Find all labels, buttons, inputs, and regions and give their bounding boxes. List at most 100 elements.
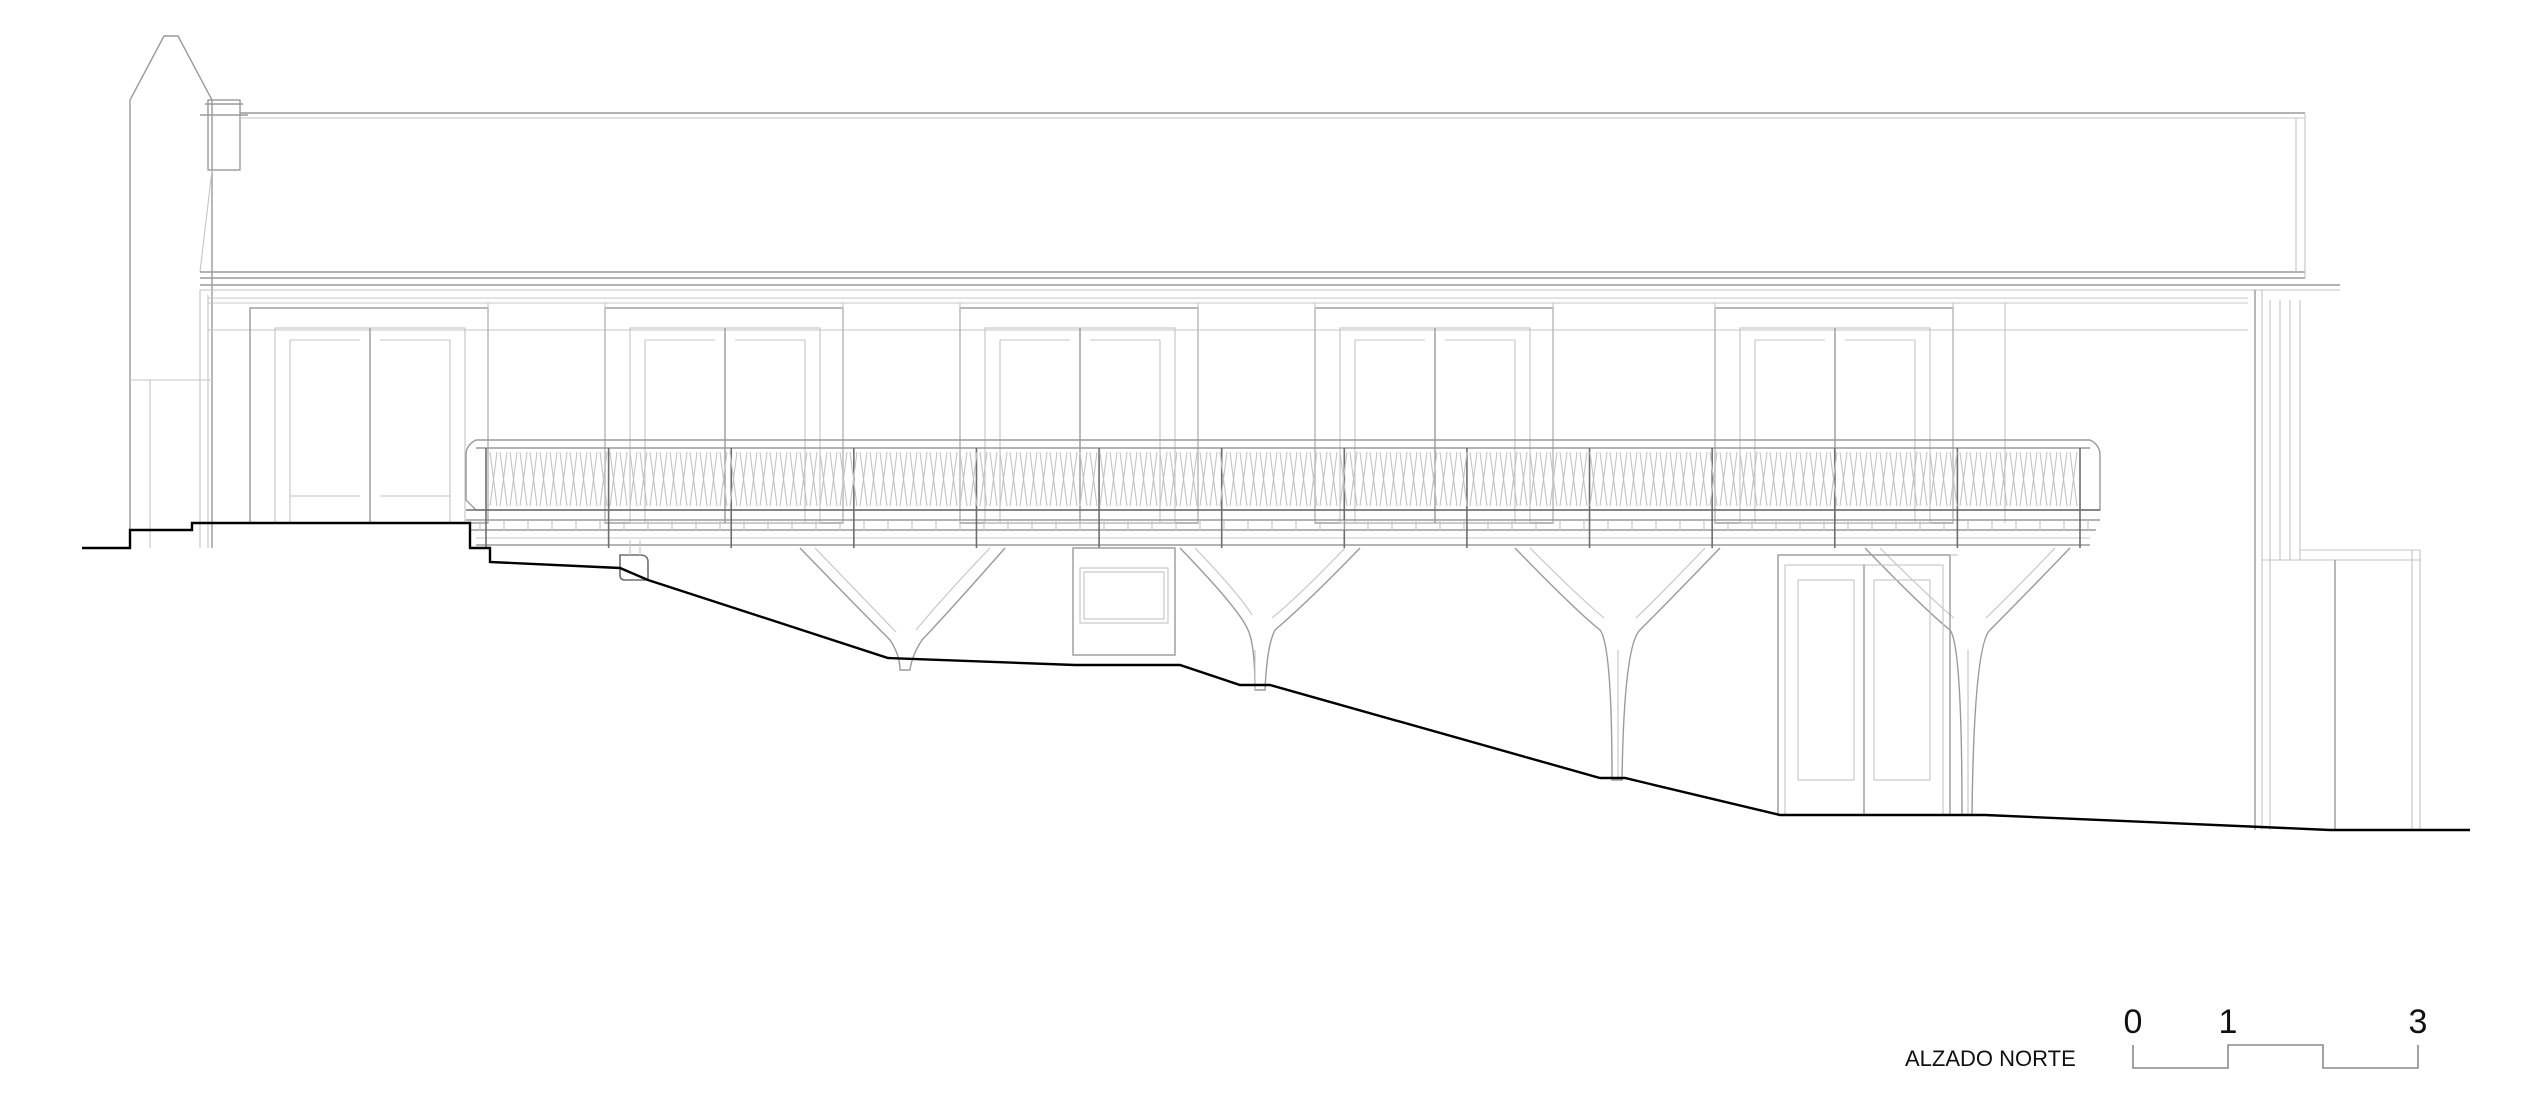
railing-hatch-line <box>1489 451 1498 507</box>
railing-hatch-line <box>559 451 568 507</box>
railing-hatch-line <box>1509 451 1518 507</box>
railing-hatch-line <box>819 451 828 507</box>
railing-hatch-line <box>1869 451 1878 507</box>
railing-hatch-line <box>869 451 878 507</box>
railing-hatch-line <box>719 451 728 507</box>
railing-hatch-line <box>1849 451 1858 507</box>
railing-hatch-line <box>1859 451 1868 507</box>
railing-hatch-line <box>1209 451 1218 507</box>
railing-hatch-line <box>669 451 678 507</box>
railing-hatch-line <box>1949 451 1958 507</box>
railing-hatch-line <box>789 451 798 507</box>
railing-hatch-line <box>1719 451 1728 507</box>
railing-hatch-line <box>1889 451 1898 507</box>
railing-hatch-line <box>809 451 818 507</box>
y-bracket-4 <box>1864 547 2071 816</box>
railing-hatch-line <box>739 451 748 507</box>
railing-hatch-line <box>1389 451 1398 507</box>
scale-label-0: 0 <box>2124 1003 2143 1041</box>
railing-hatch-line <box>799 451 808 507</box>
lower-level <box>619 540 1958 816</box>
door-bay-2 <box>604 307 844 524</box>
railing-hatch-line <box>1989 451 1998 507</box>
railing-hatch-line <box>2029 451 2038 507</box>
railing-hatch-line <box>1159 451 1168 507</box>
railing-hatch-line <box>1269 451 1278 507</box>
ground-line <box>82 521 2470 832</box>
railing-hatch-line <box>769 451 778 507</box>
railing-hatch-line <box>1529 451 1538 507</box>
railing-hatch-line <box>1479 451 1488 507</box>
railing-hatch-line <box>1919 451 1928 507</box>
railing-hatch-line <box>1559 451 1568 507</box>
railing-hatch-line <box>829 451 838 507</box>
railing-hatch-line <box>1579 451 1588 507</box>
railing-hatch-line <box>599 451 608 507</box>
railing-infill <box>489 451 2078 507</box>
railing-hatch-line <box>2059 451 2068 507</box>
railing-hatch-line <box>1449 451 1458 507</box>
pilasters <box>487 303 2006 523</box>
railing-hatch-line <box>509 451 518 507</box>
railing-hatch-line <box>1149 451 1158 507</box>
railing-hatch-line <box>1769 451 1778 507</box>
railing-hatch-line <box>1959 451 1968 507</box>
door-bay-4 <box>1314 307 1554 524</box>
railing-hatch-line <box>939 451 948 507</box>
railing-hatch-line <box>1139 451 1148 507</box>
railing-hatch-line <box>1689 451 1698 507</box>
railing-hatch-line <box>1519 451 1528 507</box>
railing-hatch-line <box>709 451 718 507</box>
railing-hatch-line <box>1789 451 1798 507</box>
railing-hatch-line <box>1589 451 1598 507</box>
railing-hatch-line <box>1129 451 1138 507</box>
railing-hatch-line <box>1429 451 1438 507</box>
y-bracket-1 <box>799 547 1006 671</box>
railing-hatch-line <box>1739 451 1748 507</box>
drawing-title: ALZADO NORTE <box>1905 1046 2076 1071</box>
railing-hatch-line <box>1399 451 1408 507</box>
railing-hatch-line <box>1609 451 1618 507</box>
railing-hatch-line <box>689 451 698 507</box>
railing-hatch-line <box>1909 451 1918 507</box>
railing-hatch-line <box>1229 451 1238 507</box>
right-end-wall <box>2254 290 2421 830</box>
railing-hatch-line <box>2049 451 2058 507</box>
railing-hatch-line <box>1329 451 1338 507</box>
railing-hatch-line <box>1169 451 1178 507</box>
railing-hatch-line <box>2009 451 2018 507</box>
railing-hatch-line <box>619 451 628 507</box>
railing-hatch-line <box>1099 451 1108 507</box>
railing-hatch-line <box>1299 451 1308 507</box>
railing-hatch-line <box>1639 451 1648 507</box>
railing-hatch-line <box>499 451 508 507</box>
railing-hatch-line <box>779 451 788 507</box>
railing-hatch-line <box>1549 451 1558 507</box>
railing-hatch-line <box>1109 451 1118 507</box>
scale-label-1: 1 <box>2219 1003 2238 1041</box>
railing-hatch-line <box>879 451 888 507</box>
railing-hatch-line <box>1369 451 1378 507</box>
railing-hatch-line <box>1669 451 1678 507</box>
railing-hatch-line <box>1419 451 1428 507</box>
railing-hatch-line <box>1679 451 1688 507</box>
railing-hatch-line <box>1569 451 1578 507</box>
railing-hatch-line <box>1319 451 1328 507</box>
railing-hatch-line <box>1809 451 1818 507</box>
railing-hatch-line <box>1629 451 1638 507</box>
railing-hatch-line <box>529 451 538 507</box>
railing-hatch-line <box>1259 451 1268 507</box>
railing-hatch-line <box>959 451 968 507</box>
railing-hatch-line <box>1979 451 1988 507</box>
railing-hatch-line <box>1619 451 1628 507</box>
railing-hatch-line <box>1709 451 1718 507</box>
railing-hatch-line <box>589 451 598 507</box>
railing-hatch-line <box>1049 451 1058 507</box>
railing-hatch-line <box>1649 451 1658 507</box>
railing-hatch-line <box>1359 451 1368 507</box>
roof <box>200 112 2340 291</box>
railing-hatch-line <box>1779 451 1788 507</box>
railing-hatch-line <box>519 451 528 507</box>
railing-hatch-line <box>1079 451 1088 507</box>
